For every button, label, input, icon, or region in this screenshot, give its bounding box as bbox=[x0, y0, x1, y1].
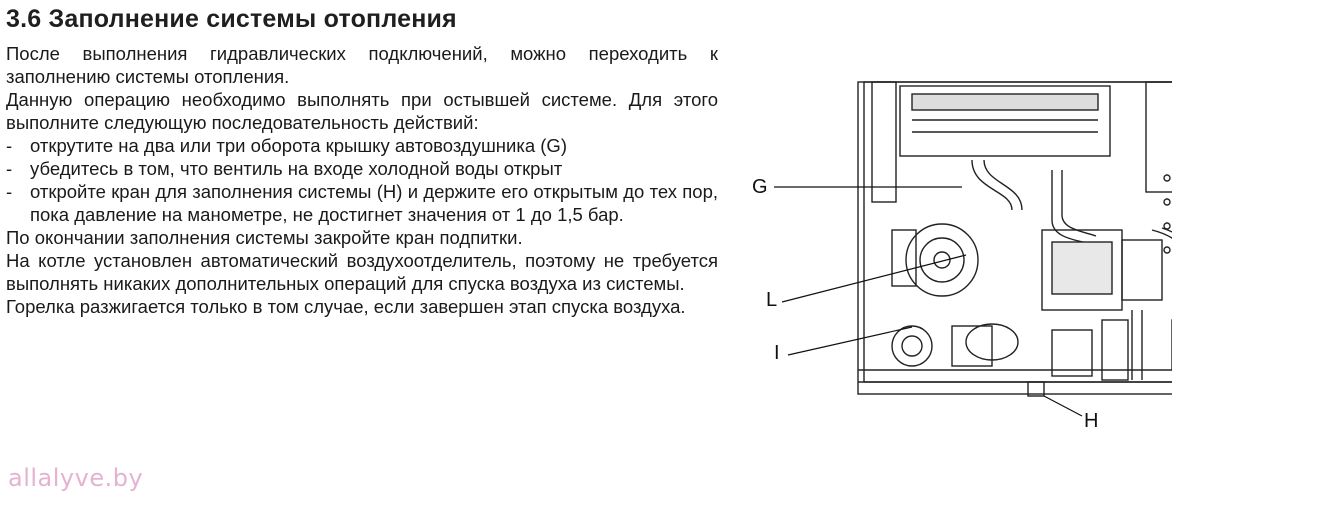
fill-valve bbox=[891, 325, 933, 367]
casing-outline bbox=[857, 81, 1221, 395]
list-item: -открутите на два или три оборота крышку… bbox=[6, 135, 567, 156]
paragraph-air-separator: На котле установлен автоматический возду… bbox=[6, 250, 718, 294]
heat-exchanger bbox=[899, 85, 1111, 157]
callout-l: L bbox=[766, 289, 778, 311]
watermark: allalyve.by bbox=[8, 464, 144, 492]
paragraph-burner: Горелка разжигается только в том случае,… bbox=[6, 296, 686, 317]
paragraph-operation: Данную операцию необходимо выполнять при… bbox=[6, 89, 718, 133]
steps-list: -открутите на два или три оборота крышку… bbox=[6, 134, 718, 226]
boiler-diagram: G L I H bbox=[752, 80, 1221, 440]
callout-line-h bbox=[1043, 395, 1083, 417]
text-column: 3.6 Заполнение системы отопления После в… bbox=[6, 4, 718, 318]
callout-i: I bbox=[774, 342, 780, 364]
callout-h: H bbox=[1084, 410, 1099, 432]
callout-line-l bbox=[781, 254, 967, 303]
list-item: -убедитесь в том, что вентиль на входе х… bbox=[6, 158, 563, 179]
boiler-drawing bbox=[774, 81, 1221, 417]
paragraph-intro: После выполнения гидравлических подключе… bbox=[6, 43, 718, 87]
callout-g: G bbox=[752, 176, 768, 198]
list-item: -откройте кран для заполнения системы (H… bbox=[6, 181, 718, 225]
paragraph-close-tap: По окончании заполнения системы закройте… bbox=[6, 227, 523, 248]
callout-line-i bbox=[787, 326, 913, 356]
drain-tap bbox=[1027, 381, 1045, 397]
section-heading: 3.6 Заполнение системы отопления bbox=[6, 5, 457, 33]
pump bbox=[905, 223, 979, 297]
